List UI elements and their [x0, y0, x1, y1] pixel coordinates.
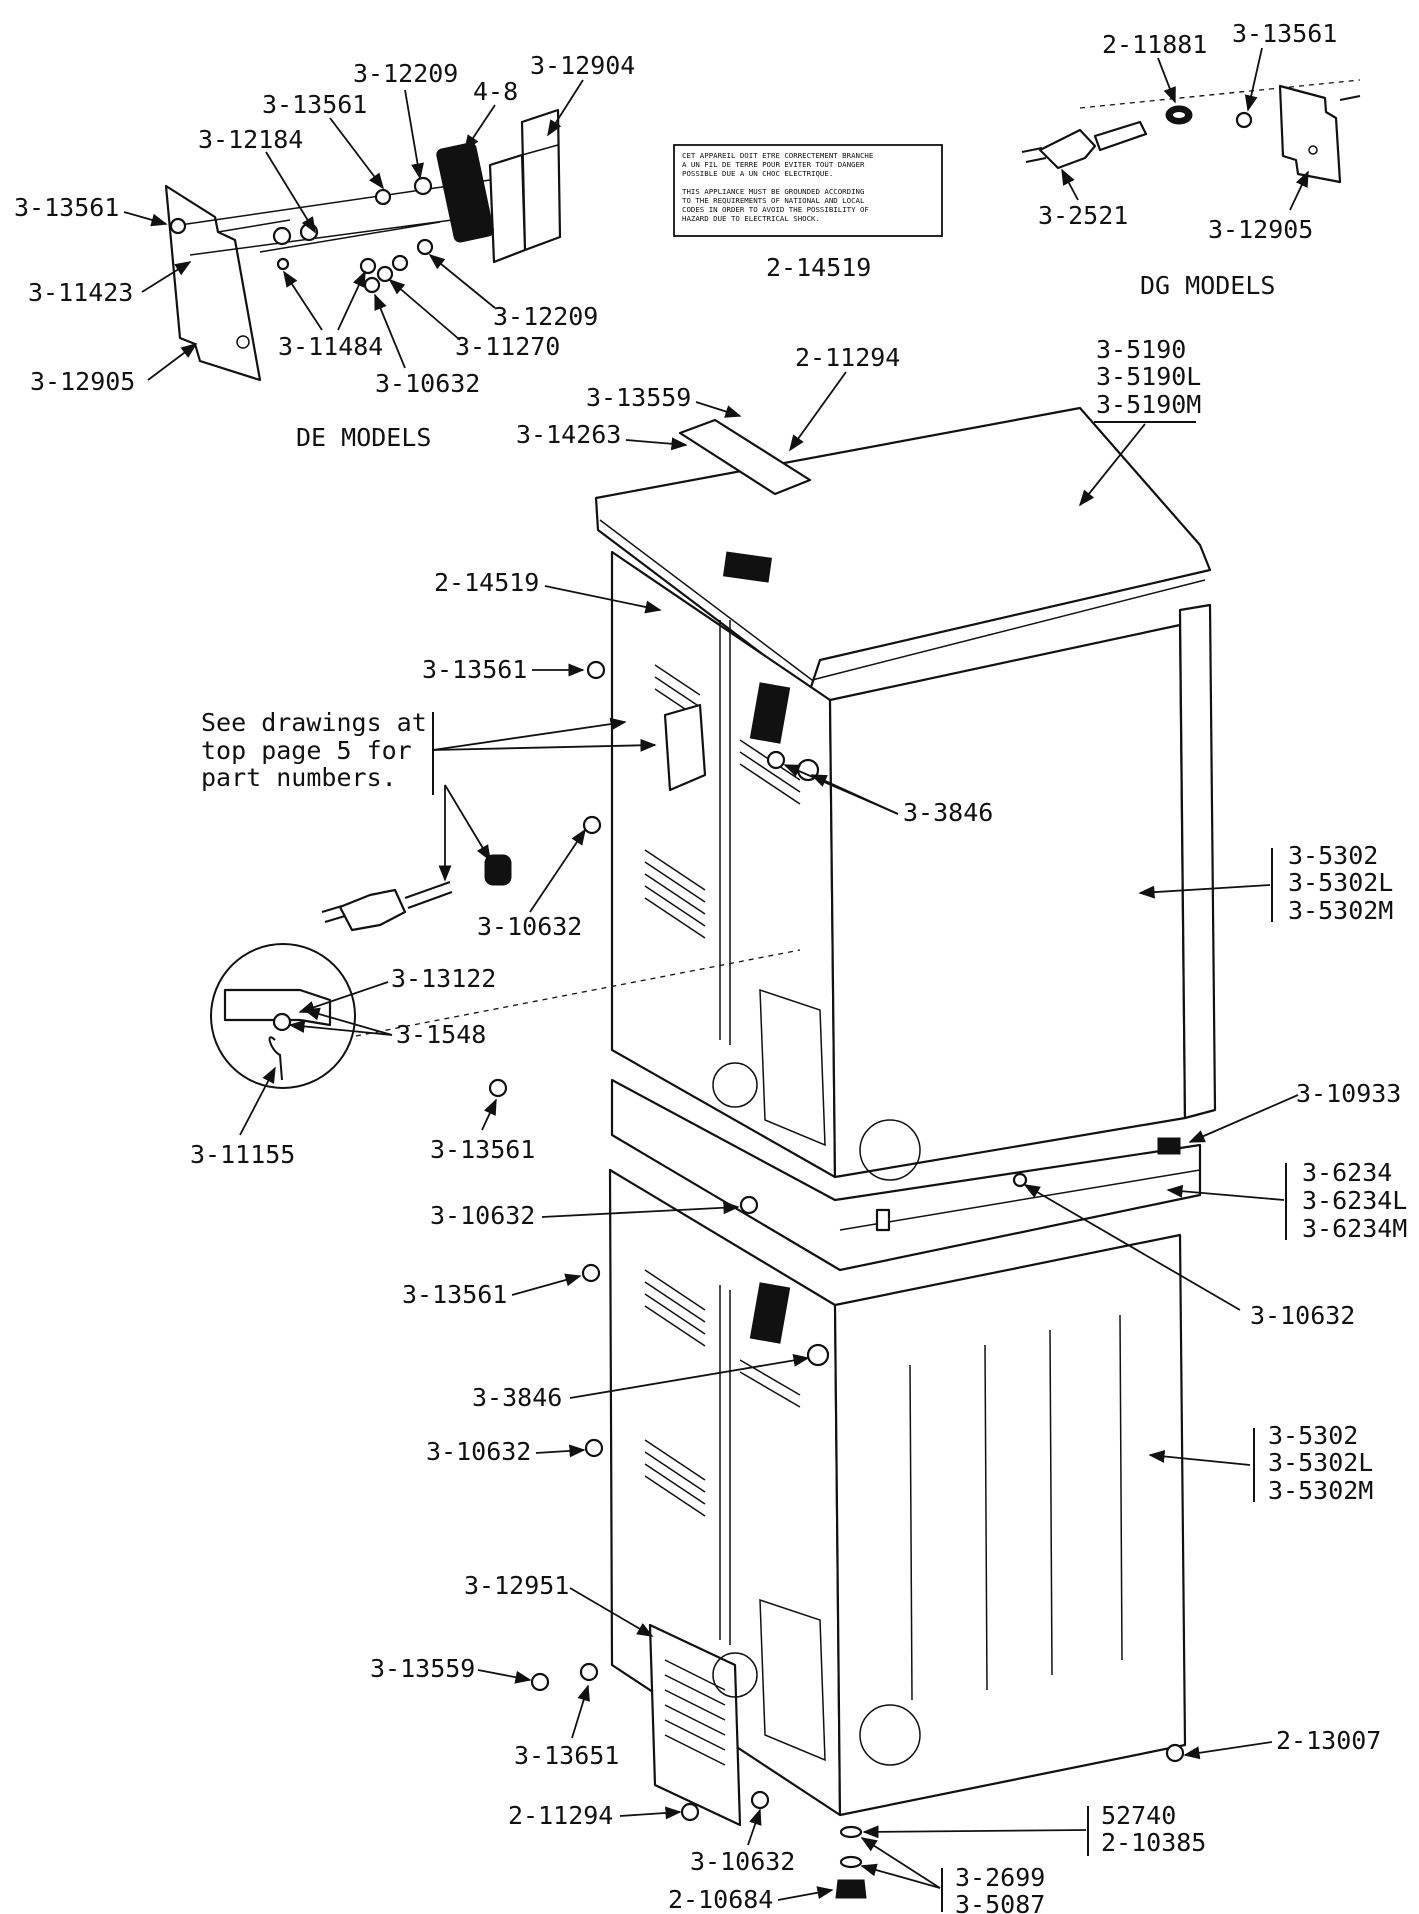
power-cord-plug: [1038, 128, 1097, 170]
label-3-6234M: 3-6234M: [1302, 1214, 1407, 1243]
upper-cabinet-front: [828, 623, 1187, 1179]
warning-label-part-number: 2-14519: [766, 253, 871, 282]
de-label-3-11484: 3-11484: [278, 332, 383, 361]
label-3-6234: 3-6234: [1302, 1158, 1392, 1187]
label-3-13561-c: 3-13561: [402, 1280, 507, 1309]
dg-label-2-11881: 2-11881: [1102, 30, 1207, 59]
label-3-13561-a: 3-13561: [422, 655, 527, 684]
label-3-10632-c: 3-10632: [1250, 1301, 1355, 1330]
label-3-5302-bot: 3-5302: [1268, 1421, 1358, 1450]
note-line-3: part numbers.: [201, 763, 397, 792]
label-3-10632-a: 3-10632: [477, 912, 582, 941]
svg-text:CODES IN ORDER TO AVOID THE PO: CODES IN ORDER TO AVOID THE POSSIBILITY …: [682, 205, 869, 214]
de-label-3-13561: 3-13561: [14, 193, 119, 222]
warning-label-sticker: CET APPAREIL DOIT ETRE CORRECTEMENT BRAN…: [673, 144, 943, 237]
label-2-10684: 2-10684: [668, 1885, 773, 1914]
svg-text:A UN FIL DE TERRE POUR EVITER: A UN FIL DE TERRE POUR EVITER TOUT DANGE…: [682, 160, 865, 169]
label-3-5302L-top: 3-5302L: [1288, 868, 1393, 897]
dg-label-3-2521: 3-2521: [1038, 201, 1128, 230]
main-labels: 2-11294 3-13559 3-14263 3-5190 3-5190L 3…: [190, 335, 1407, 1914]
label-3-11155: 3-11155: [190, 1140, 295, 1169]
label-2-11294-top: 2-11294: [795, 343, 900, 372]
dg-label-3-12905: 3-12905: [1208, 215, 1313, 244]
label-3-6234L: 3-6234L: [1302, 1186, 1407, 1215]
label-3-5302M-bot: 3-5302M: [1268, 1476, 1373, 1505]
de-label-3-12209-b: 3-12209: [493, 302, 598, 331]
label-3-5190: 3-5190: [1096, 335, 1186, 364]
label-3-13559-top: 3-13559: [586, 383, 691, 412]
lower-access-panel: [648, 1623, 742, 1827]
label-3-13122: 3-13122: [391, 964, 496, 993]
rear-bracket-plate: [678, 418, 812, 496]
lower-vent-slots: [644, 1269, 801, 1517]
label-3-10933: 3-10933: [1296, 1079, 1401, 1108]
de-label-3-12905: 3-12905: [30, 367, 135, 396]
label-3-5302M-top: 3-5302M: [1288, 896, 1393, 925]
de-label-3-10632: 3-10632: [375, 369, 480, 398]
svg-text:TO THE REQUIREMENTS OF NATIONA: TO THE REQUIREMENTS OF NATIONAL AND LOCA…: [682, 196, 865, 205]
label-2-11294-bot: 2-11294: [508, 1801, 613, 1830]
label-3-12951: 3-12951: [464, 1571, 569, 1600]
de-label-3-13561-b: 3-13561: [262, 90, 367, 119]
de-label-3-12209-a: 3-12209: [353, 59, 458, 88]
de-models-labels: 3-13561 3-12184 3-13561 3-12209 4-8 3-12…: [14, 51, 635, 452]
label-3-5190M: 3-5190M: [1096, 390, 1201, 419]
label-3-2699: 3-2699: [955, 1863, 1045, 1892]
label-3-5302L-bot: 3-5302L: [1268, 1448, 1373, 1477]
label-3-10632-b: 3-10632: [430, 1201, 535, 1230]
label-3-14263: 3-14263: [516, 420, 621, 449]
label-3-3846-top: 3-3846: [903, 798, 993, 827]
de-label-3-11423: 3-11423: [28, 278, 133, 307]
label-3-13559-bot: 3-13559: [370, 1654, 475, 1683]
dg-label-3-13561: 3-13561: [1232, 19, 1337, 48]
de-label-3-12904: 3-12904: [530, 51, 635, 80]
label-3-1548: 3-1548: [396, 1020, 486, 1049]
label-3-13651: 3-13651: [514, 1741, 619, 1770]
de-models-exploded-view: [164, 108, 562, 382]
strain-relief-detail-circle: [210, 943, 356, 1089]
label-2-14519-main: 2-14519: [434, 568, 539, 597]
label-2-13007: 2-13007: [1276, 1726, 1381, 1755]
label-3-5190L: 3-5190L: [1096, 362, 1201, 391]
label-3-13561-b: 3-13561: [430, 1135, 535, 1164]
svg-text:HAZARD DUE TO ELECTRICAL SHOCK: HAZARD DUE TO ELECTRICAL SHOCK.: [682, 214, 820, 223]
lower-cabinet-front: [833, 1233, 1187, 1817]
de-label-3-11270: 3-11270: [455, 332, 560, 361]
note-line-2: top page 5 for: [201, 736, 412, 765]
dg-models-labels: 2-11881 3-13561 3-2521 3-12905 DG MODELS: [1038, 19, 1337, 300]
leveling-leg-washer: [839, 1825, 863, 1839]
cord-plug-main: [338, 888, 407, 932]
label-3-10632-d: 3-10632: [426, 1437, 531, 1466]
svg-text:THIS APPLIANCE MUST BE GROUNDE: THIS APPLIANCE MUST BE GROUNDED ACCORDIN…: [682, 187, 864, 196]
rear-cover-plate-de: [164, 184, 262, 382]
label-3-3846-bot: 3-3846: [472, 1383, 562, 1412]
rear-cover-plate-dg: [1278, 84, 1342, 184]
screw-dg: [1235, 111, 1253, 129]
dg-models-exploded-view: [1021, 79, 1361, 184]
svg-text:POSSIBLE DUE A UN CHOC ELECTRI: POSSIBLE DUE A UN CHOC ELECTRIQUE.: [682, 169, 833, 178]
stacked-dryer-drawing: [210, 406, 1217, 1899]
svg-text:CET APPAREIL DOIT ETRE CORRECT: CET APPAREIL DOIT ETRE CORRECTEMENT BRAN…: [682, 151, 873, 160]
label-2-10385: 2-10385: [1101, 1828, 1206, 1857]
de-models-title: DE MODELS: [296, 423, 431, 452]
leveling-leg-foot: [835, 1879, 867, 1899]
note-line-1: See drawings at: [201, 708, 427, 737]
de-label-4-8: 4-8: [473, 77, 518, 106]
de-label-3-12184: 3-12184: [198, 125, 303, 154]
dg-models-title: DG MODELS: [1140, 271, 1275, 300]
upper-door-edge: [1178, 603, 1217, 1120]
stacking-spacer-frame: [610, 1078, 1202, 1272]
terminal-block: [436, 142, 494, 243]
label-3-5302-top: 3-5302: [1288, 841, 1378, 870]
label-52740: 52740: [1101, 1801, 1176, 1830]
label-3-10632-e: 3-10632: [690, 1847, 795, 1876]
label-3-5087: 3-5087: [955, 1890, 1045, 1914]
